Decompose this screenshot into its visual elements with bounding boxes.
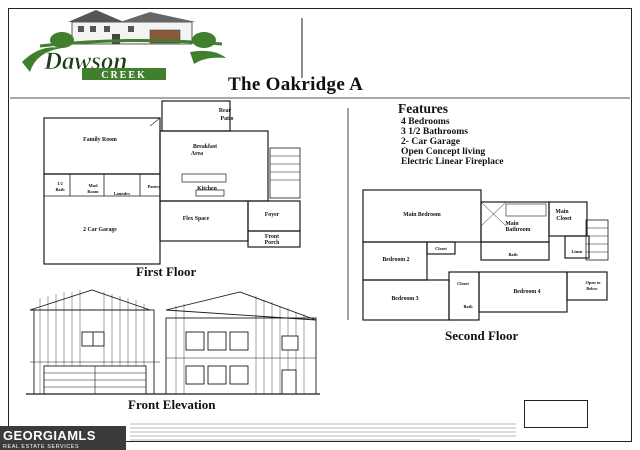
room-label-half-bath: 1/2 [57, 181, 63, 186]
room-label-main-closet-2: Closet [556, 216, 572, 222]
caption-front-elevation: Front Elevation [128, 397, 216, 412]
logo-word-creek: CREEK [101, 70, 147, 81]
room-label-rear-patio-2: Patio [221, 116, 234, 122]
room-label-breakfast: Breakfast [193, 144, 217, 150]
feature-item: 4 Bedrooms [401, 116, 450, 127]
room-label-front-porch-2: Porch [265, 240, 280, 246]
feature-item: 2- Car Garage [401, 136, 460, 147]
room-label-half-bath-2: Bath [55, 187, 65, 192]
room-label-mud-room-2: Room [87, 189, 99, 194]
room-label-bath: Bath [508, 252, 518, 257]
room-label-bedroom-3: Bedroom 3 [391, 296, 418, 302]
front-elevation-drawing [26, 289, 320, 395]
logo-house-icon [39, 10, 223, 48]
room-label-main-bedroom: Main Bedroom [403, 212, 441, 218]
room-label-main-bathroom: Main [505, 221, 519, 227]
logo-leaf-icon [22, 47, 62, 72]
room-label-front-porch: Front [265, 234, 279, 240]
room-label-bath-2: Bath [463, 304, 473, 309]
room-label-mud-room: Mud [88, 183, 98, 188]
features-heading: Features [398, 101, 448, 116]
plan-title: The Oakridge A [228, 74, 364, 95]
logo-leaf-icon-right [190, 50, 226, 64]
feature-item: Electric Linear Fireplace [401, 156, 504, 167]
caption-second-floor: Second Floor [445, 328, 519, 343]
blank-stamp-box [524, 400, 588, 428]
room-label-open-to-below-2: Below [586, 286, 598, 291]
room-label-breakfast-2: Area [191, 151, 203, 157]
caption-first-floor: First Floor [136, 264, 197, 279]
room-label-closet: Closet [435, 246, 447, 251]
room-label-rear-patio: Rear [219, 108, 232, 114]
room-label-closet-2: Closet [457, 281, 469, 286]
room-label-bedroom-4: Bedroom 4 [513, 289, 540, 295]
room-label-main-closet: Main [555, 209, 569, 215]
mls-watermark: GEORGIAMLS REAL ESTATE SERVICES [0, 426, 126, 450]
mls-subtitle: REAL ESTATE SERVICES [3, 444, 80, 450]
room-label-foyer: Foyer [265, 212, 280, 218]
room-label-open-to-below: Open to [585, 280, 601, 285]
room-label-main-bathroom-2: Bathroom [505, 227, 530, 233]
room-label-flex-space: Flex Space [183, 216, 210, 222]
feature-item: Open Concept living [401, 146, 486, 157]
sheet-border [8, 8, 632, 442]
room-label-garage: 2 Car Garage [83, 227, 117, 233]
room-label-bedroom-2: Bedroom 2 [382, 257, 409, 263]
feature-item: 3 1/2 Bathrooms [401, 126, 468, 137]
second-floor-plan [362, 189, 609, 321]
room-label-linen: Linen [572, 249, 584, 254]
room-label-pantry: Pantry [148, 184, 162, 189]
first-floor-plan [43, 100, 301, 265]
room-label-laundry: Laundry [114, 191, 131, 196]
mls-name: GEORGIAMLS [3, 428, 96, 443]
room-label-kitchen: Kitchen [197, 186, 217, 192]
room-label-family-room: Family Room [83, 137, 117, 143]
